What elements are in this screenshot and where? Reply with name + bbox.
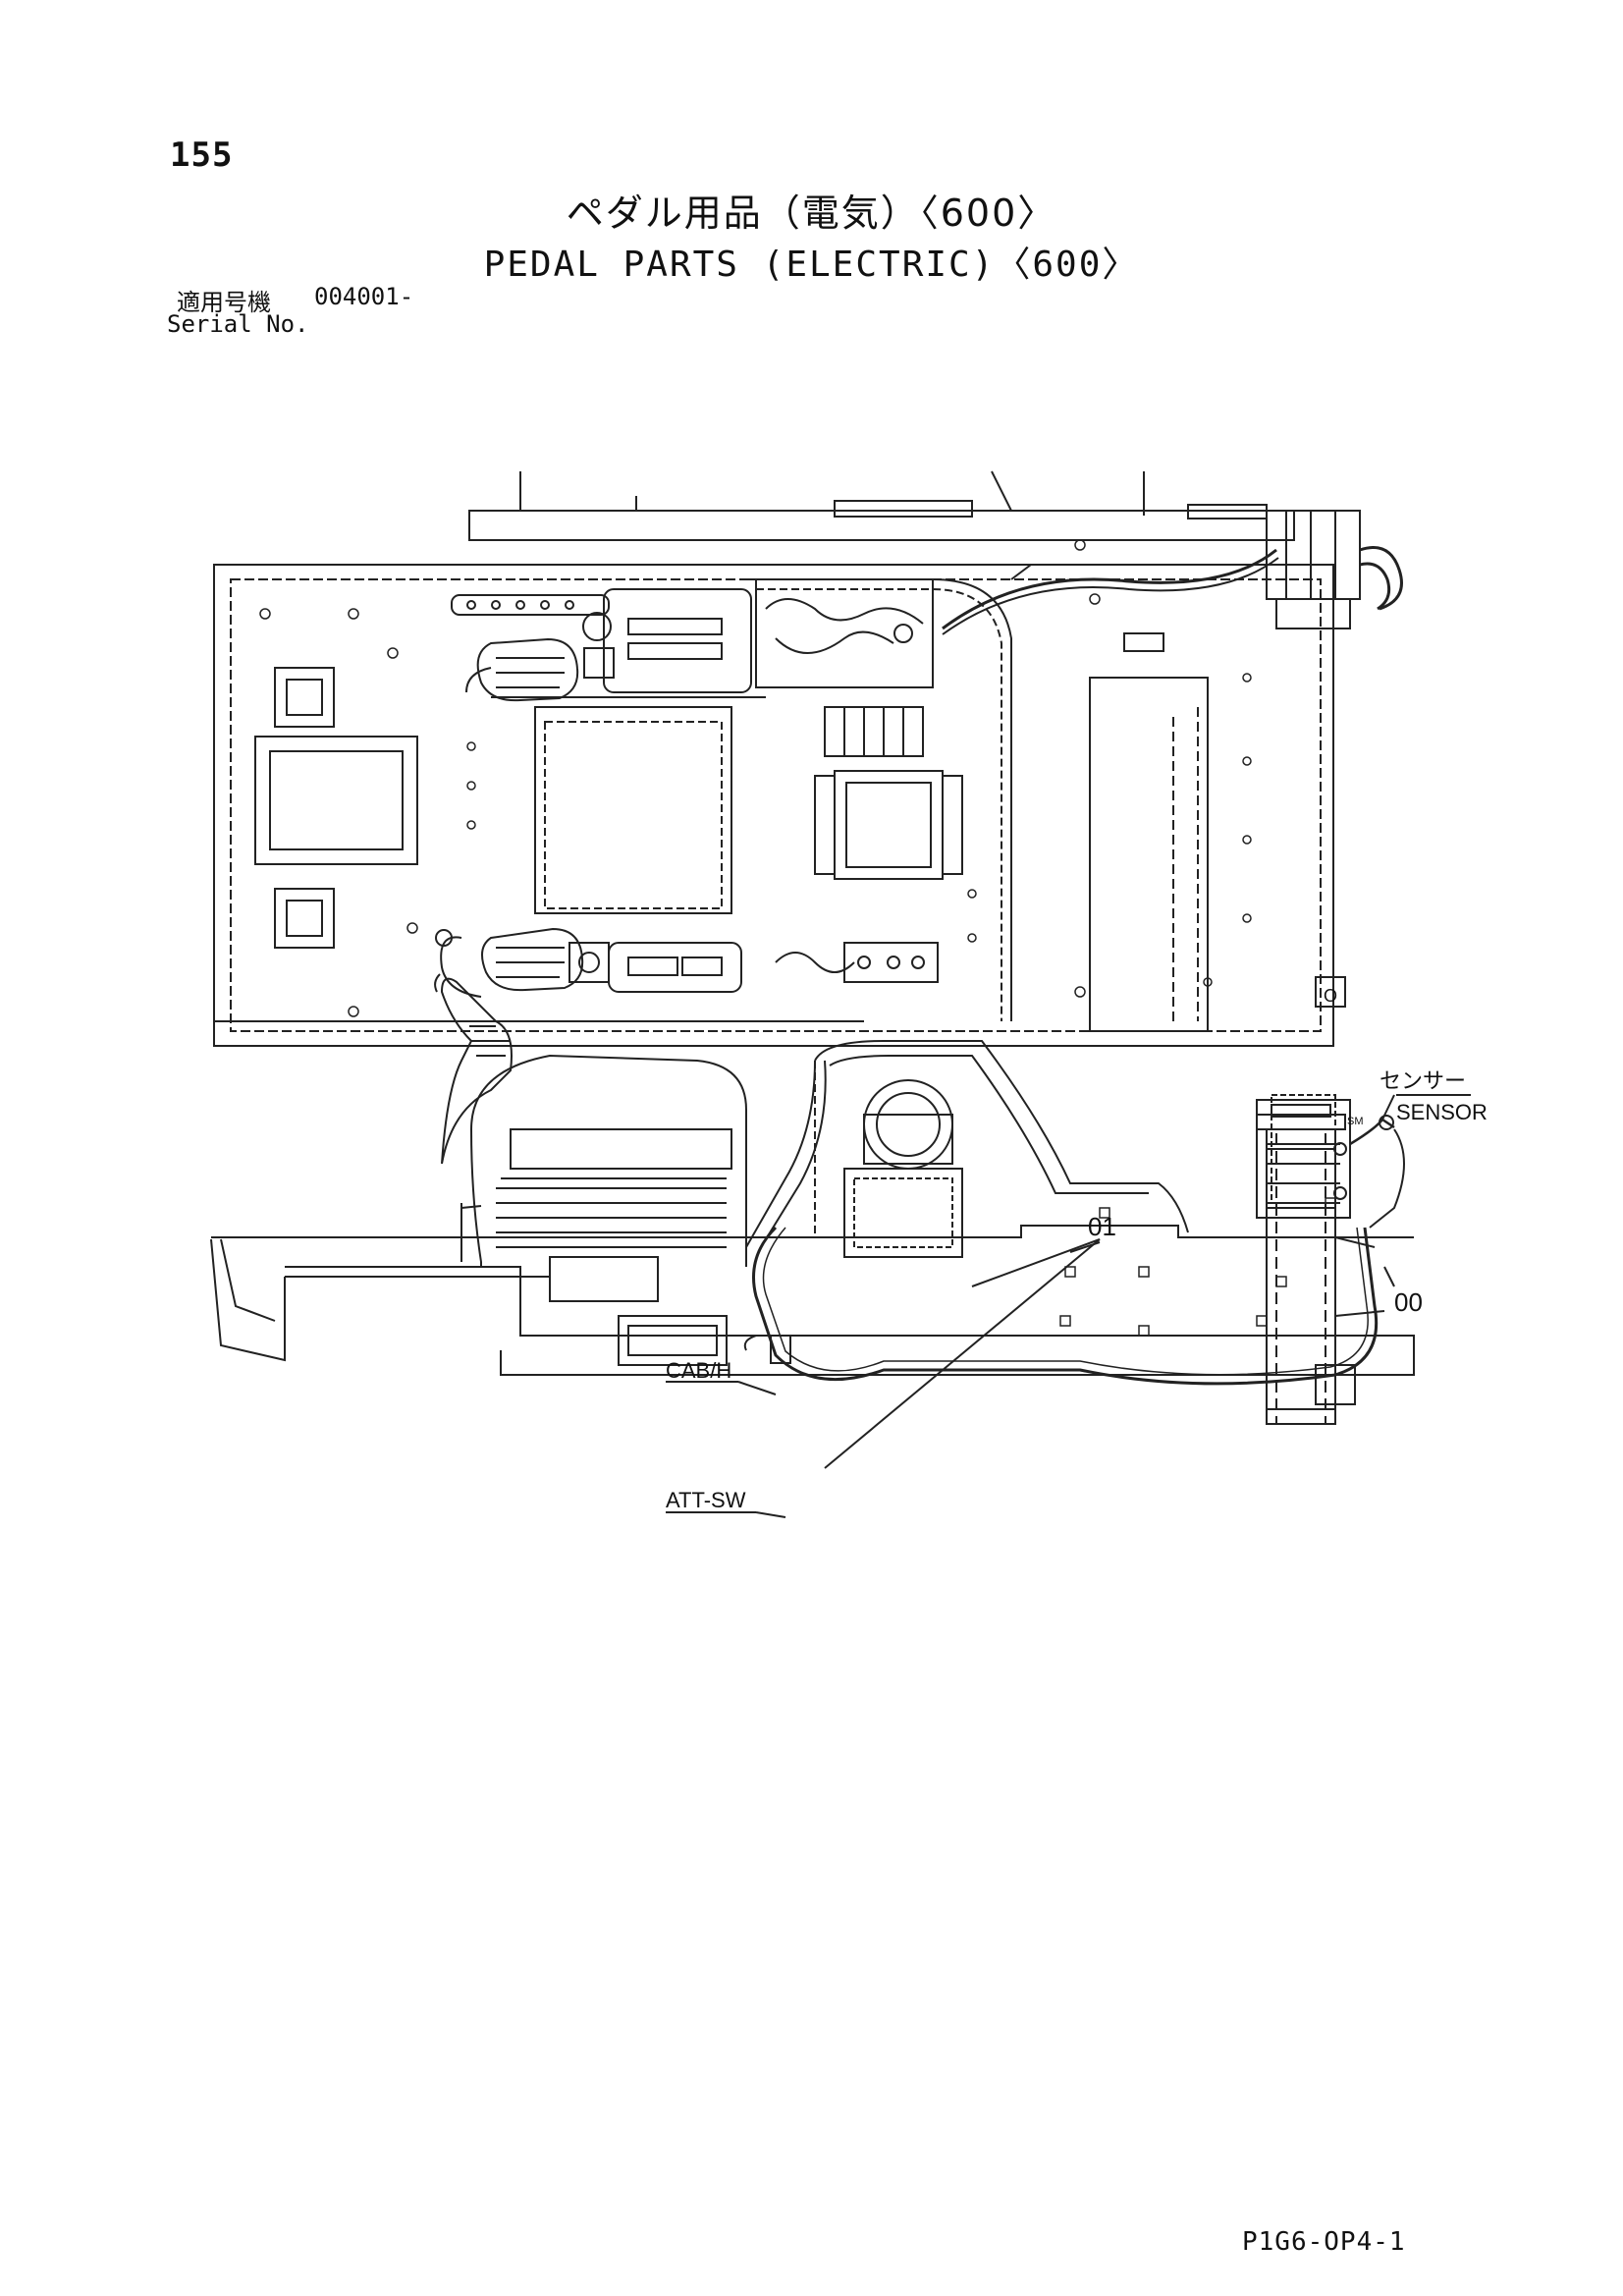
serial-label-japanese: 適用号機 (177, 289, 271, 316)
document-code: P1G6-OP4-1 (1242, 2227, 1406, 2257)
part-number-00: 00 (1394, 1287, 1423, 1317)
marker-o-label: O (1324, 986, 1337, 1006)
page-number: 155 (170, 136, 234, 175)
serial-label-english: Serial No. (167, 310, 309, 338)
callout-leaders (666, 1094, 1471, 1518)
att-sw-label: ATT-SW (666, 1488, 746, 1512)
sm-label: SM (1347, 1116, 1364, 1127)
cab-h-label: CAB/H (666, 1358, 731, 1383)
page-title-english: PEDAL PARTS (ELECTRIC)〈600〉 (483, 245, 1140, 285)
sensor-label-japanese: センサー (1380, 1069, 1466, 1094)
page-title-japanese: ペダル用品（電気）〈600〉 (566, 191, 1057, 235)
serial-range: 004001- (314, 283, 414, 310)
part-number-01: 01 (1088, 1212, 1116, 1241)
sensor-label-english: SENSOR (1396, 1100, 1488, 1124)
side-view-drawing (210, 973, 1415, 1425)
top-view-drawing (213, 470, 1403, 1047)
